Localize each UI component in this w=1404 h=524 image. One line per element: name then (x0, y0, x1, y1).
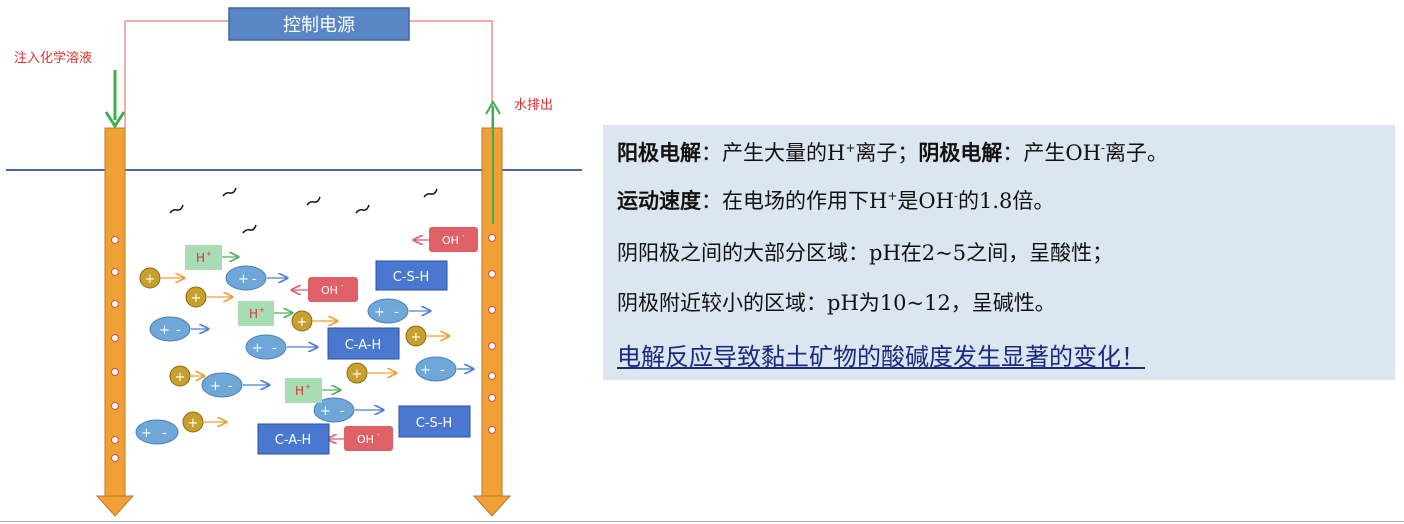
h-charge: + (845, 141, 856, 155)
svg-text:H: H (249, 307, 258, 321)
conclusion-highlight: 电解反应导致黏土矿物的酸碱度发生显著的变化！ (617, 343, 1145, 371)
clay-particle: +- (149, 316, 208, 342)
csh-mineral-box: C-S-H (398, 405, 471, 438)
svg-text:+: + (238, 272, 249, 287)
oh-ion-box: OH - (328, 426, 393, 451)
svg-text:+: + (305, 383, 311, 391)
inject-arrow-icon (104, 70, 126, 129)
drain-arrow-icon (485, 100, 501, 224)
svg-text:-: - (440, 363, 445, 378)
svg-text:OH: OH (442, 234, 459, 247)
svg-text:+: + (252, 341, 263, 356)
cathode-title: 阴极电解 (918, 141, 1003, 165)
oh-charge: - (953, 189, 958, 203)
svg-text:+: + (411, 330, 422, 345)
speed-text3: 的1.8倍。 (957, 189, 1055, 213)
svg-text:H: H (295, 384, 304, 398)
svg-text:+: + (141, 426, 152, 441)
svg-text:+: + (206, 250, 212, 258)
speed-text: ：在电场的作用下H (701, 189, 888, 213)
clay-particle: +- (313, 397, 383, 423)
inject-label: 注入化学溶液 (14, 50, 92, 66)
slide-bottom-border (0, 521, 1404, 522)
h-ion-box: H + (185, 245, 238, 270)
oh-ion-box: OH - (292, 277, 358, 302)
h-ion-box: H + (285, 378, 340, 403)
anode-text2: 离子； (855, 141, 919, 165)
anode-electrode (95, 127, 135, 517)
svg-text:+: + (259, 306, 265, 314)
svg-text:+: + (297, 315, 308, 330)
svg-text:-: - (462, 232, 465, 240)
speed-line: 运动速度：在电场的作用下H+是OH-的1.8倍。 (617, 185, 1054, 215)
clay-particle: +- (367, 298, 430, 324)
explanation-panel: 阳极电解：产生大量的H+离子；阴极电解：产生OH-离子。 运动速度：在电场的作用… (603, 125, 1395, 380)
electrokinetic-diagram: 控制电源 注入化学溶液 水排出 (6, 7, 582, 517)
svg-text:H: H (196, 251, 205, 265)
cation: + (182, 411, 226, 433)
csh-mineral-box: C-S-H (375, 260, 448, 291)
anode-text: ：产生大量的H (701, 141, 846, 165)
svg-text:-: - (176, 323, 181, 338)
svg-text:+: + (175, 370, 186, 385)
oh-ion-box: OH - (414, 227, 478, 252)
cation: + (291, 310, 337, 332)
anode-line: 阳极电解：产生大量的H+离子；阴极电解：产生OH-离子。 (617, 137, 1168, 167)
svg-text:C-S-H: C-S-H (416, 416, 453, 431)
svg-text:OH: OH (357, 433, 374, 446)
svg-text:-: - (252, 272, 257, 287)
svg-text:+: + (374, 305, 385, 320)
svg-text:+: + (188, 416, 199, 431)
h-ion-box: H + (238, 301, 292, 326)
clay-particle: +- (201, 372, 269, 398)
drain-label: 水排出 (514, 98, 553, 113)
clay-particle: +- (225, 265, 287, 291)
svg-text:+: + (191, 291, 202, 306)
clay-particle: +- (245, 334, 317, 360)
cation: + (169, 365, 204, 387)
cah-mineral-box: C-A-H (257, 423, 330, 455)
svg-text:-: - (340, 404, 345, 419)
cation: + (139, 267, 184, 289)
cathode-text2: 离子。 (1104, 141, 1168, 165)
water-squiggle-icons (169, 187, 438, 234)
clay-particle: +- (135, 419, 179, 445)
oh-charge: - (1100, 141, 1105, 155)
h-charge: + (887, 189, 898, 203)
cation: + (405, 325, 449, 347)
power-supply-label: 控制电源 (283, 15, 355, 36)
speed-title: 运动速度 (617, 189, 701, 213)
svg-text:-: - (162, 426, 167, 441)
svg-text:-: - (228, 379, 233, 394)
svg-text:-: - (272, 341, 277, 356)
alkaline-region-line: 阴极附近较小的区域：pH为10~12，呈碱性。 (617, 291, 1056, 315)
speed-text2: 是OH (897, 189, 954, 213)
svg-text:-: - (341, 282, 344, 290)
power-supply-box (228, 7, 410, 41)
cah-mineral-box: C-A-H (327, 327, 400, 360)
cathode-text: ：产生OH (1002, 141, 1101, 165)
cation: + (185, 286, 232, 308)
acid-region-line: 阴阳极之间的大部分区域：pH在2~5之间，呈酸性； (617, 241, 1114, 265)
cation: + (346, 362, 396, 384)
svg-text:+: + (145, 272, 156, 287)
svg-text:-: - (377, 431, 380, 439)
svg-text:-: - (394, 305, 399, 320)
cathode-electrode (472, 127, 512, 517)
anode-title: 阳极电解 (617, 141, 701, 165)
svg-text:OH: OH (321, 284, 338, 297)
svg-text:+: + (352, 367, 363, 382)
svg-text:C-A-H: C-A-H (345, 338, 382, 353)
svg-text:C-S-H: C-S-H (393, 270, 430, 285)
svg-text:+: + (159, 323, 170, 338)
clay-particle: +- (415, 356, 473, 382)
svg-text:C-A-H: C-A-H (275, 433, 312, 448)
svg-text:+: + (210, 379, 221, 394)
power-wire (124, 20, 493, 128)
svg-text:+: + (320, 404, 331, 419)
svg-text:+: + (420, 363, 431, 378)
